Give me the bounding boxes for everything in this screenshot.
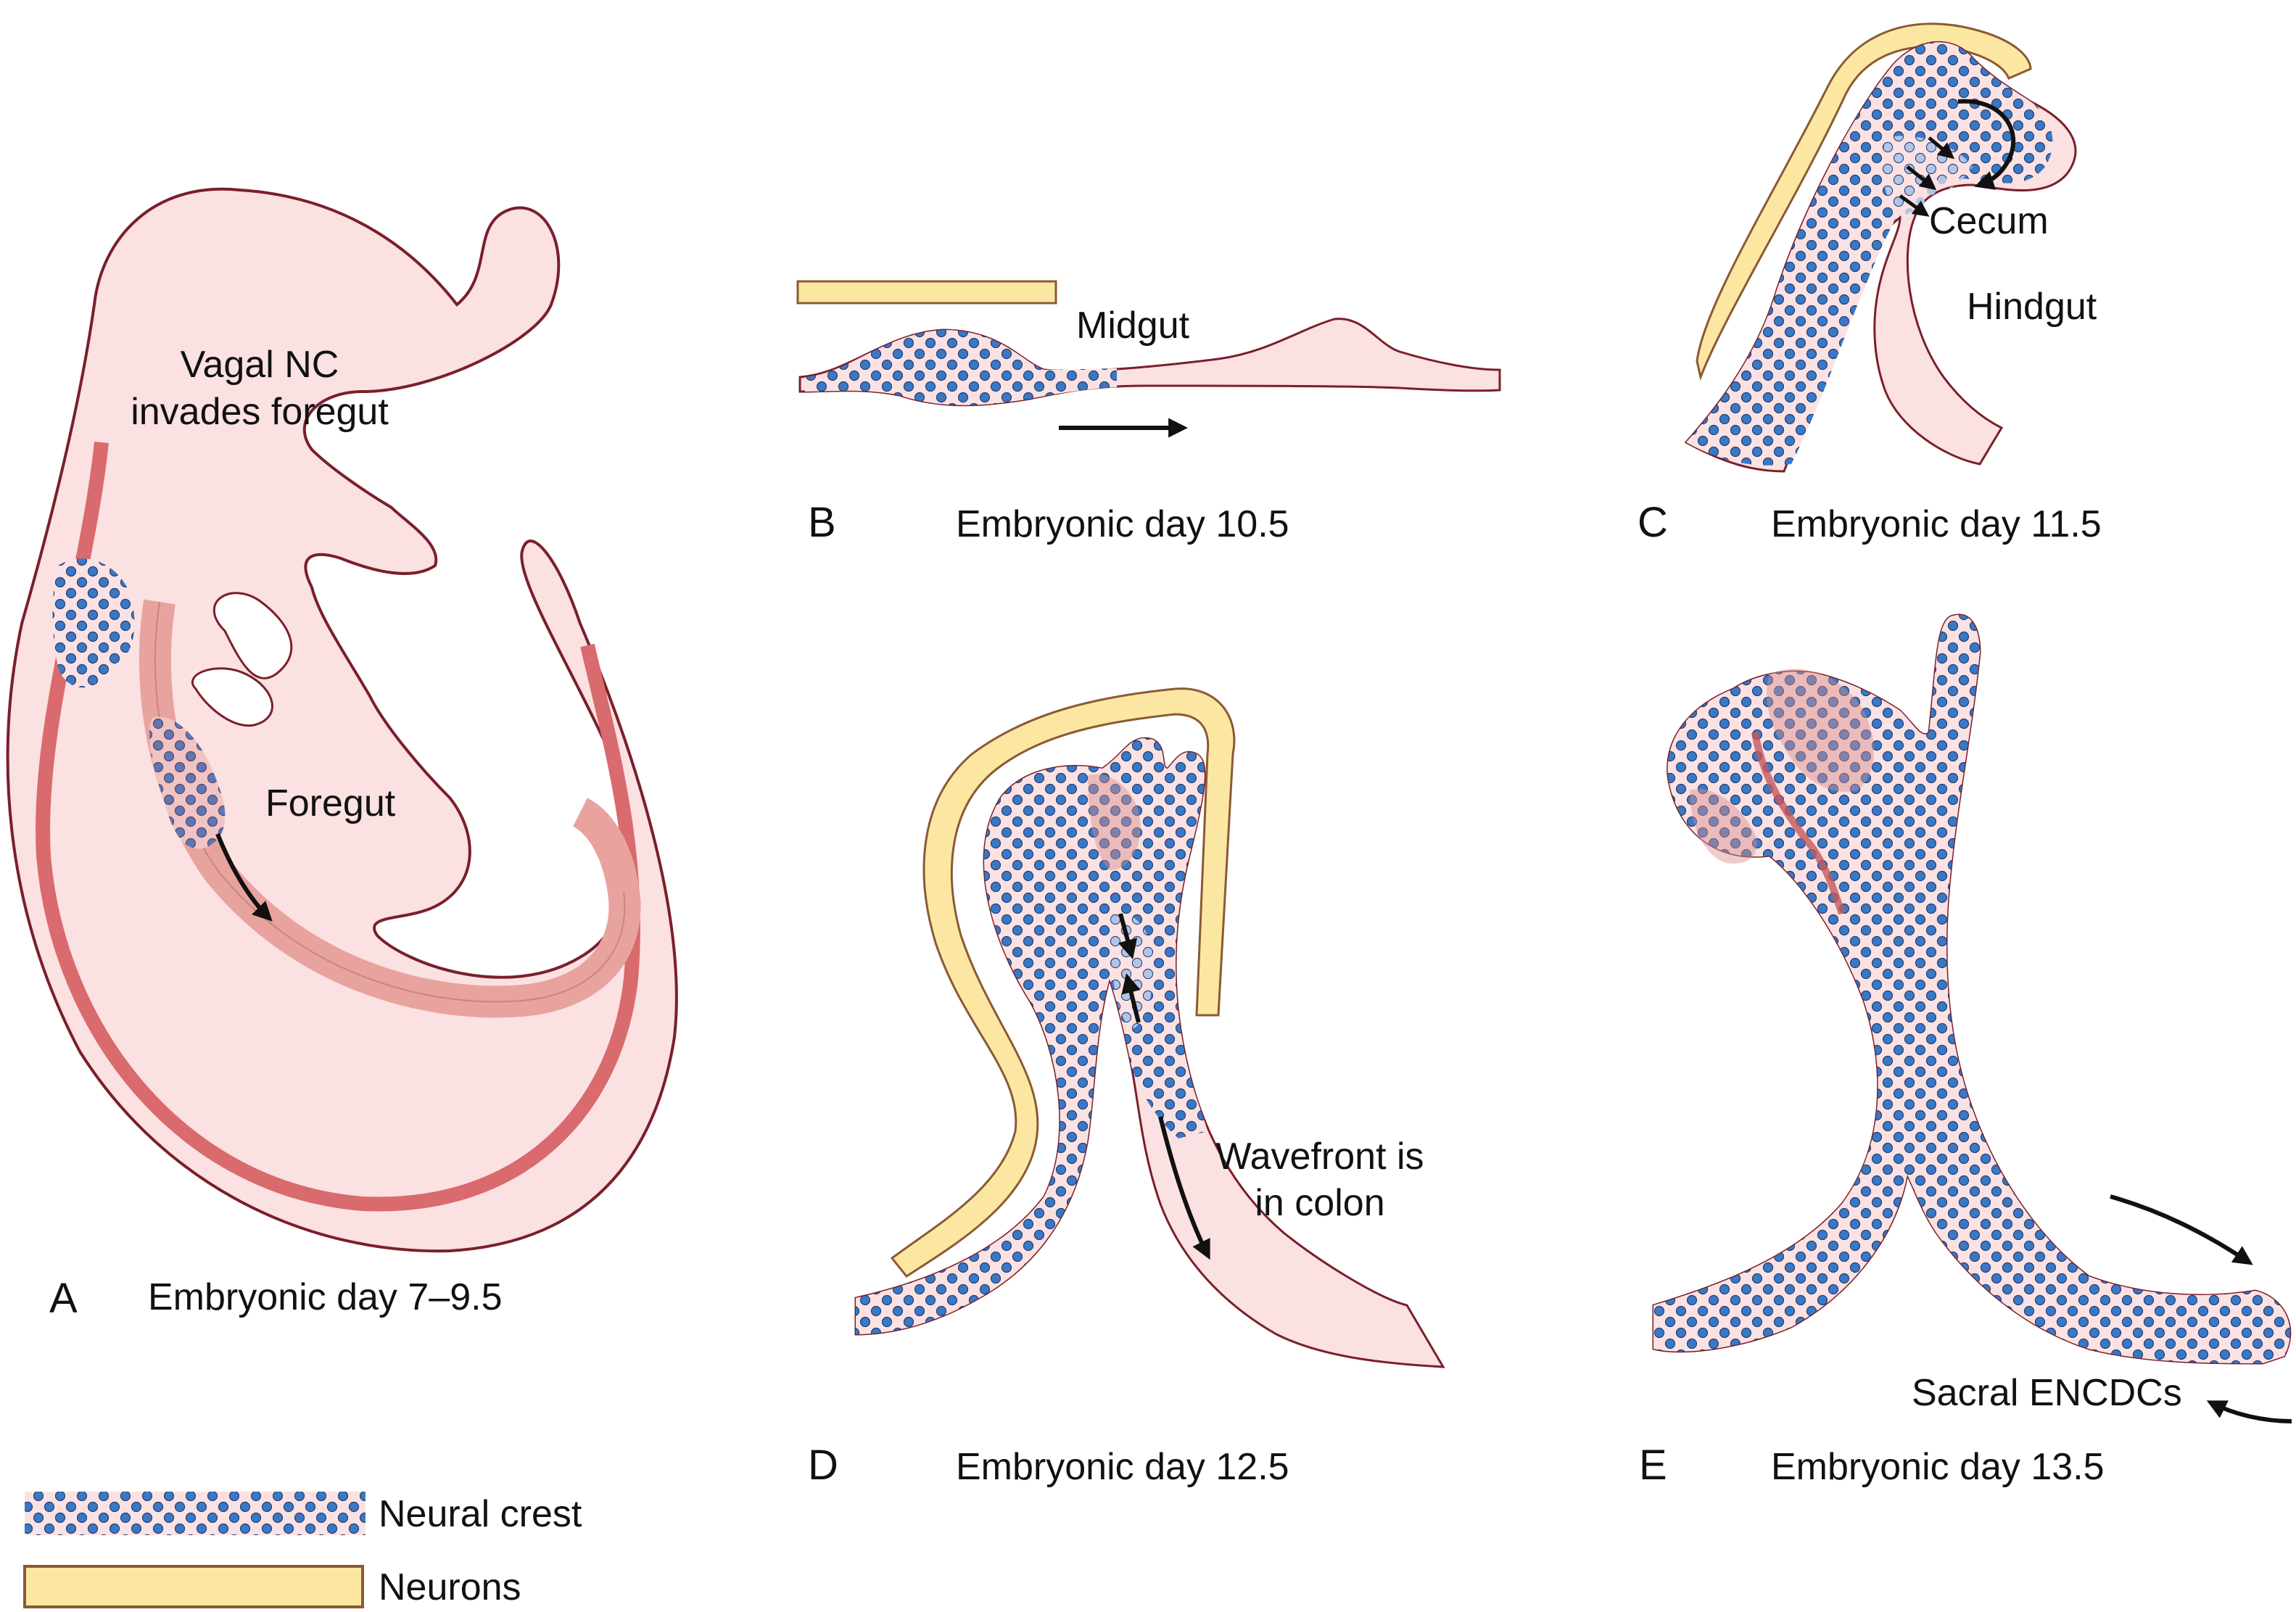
neurons-strip-d bbox=[890, 687, 1236, 1278]
panel-b-caption: Embryonic day 10.5 bbox=[956, 503, 1289, 545]
hindgut-label: Hindgut bbox=[1967, 286, 2097, 328]
neurons-bar bbox=[796, 280, 1057, 305]
neuron-cluster-e-2 bbox=[1690, 789, 1757, 864]
vagal-neural-crest-cluster bbox=[52, 558, 135, 688]
legend-neurons-label: Neurons bbox=[379, 1566, 521, 1608]
sacral-encdc-label: Sacral ENCDCs bbox=[1912, 1372, 2182, 1414]
panel-e-letter: E bbox=[1639, 1442, 1667, 1489]
neuron-fiber-e bbox=[1751, 732, 1846, 915]
pharyngeal-cleft-1 bbox=[212, 592, 293, 679]
cecum-entry-arrow-2 bbox=[1906, 165, 1937, 191]
wavefront-label-line-2: in colon bbox=[1255, 1182, 1384, 1224]
neural-crest-swatch bbox=[25, 1492, 366, 1535]
panel-c: Cecum Hindgut C Embryonic day 11.5 bbox=[1638, 22, 2102, 546]
wavefront-arrow-colon bbox=[1158, 1116, 1210, 1260]
wavefront-arrow-up bbox=[1121, 973, 1141, 1023]
neurons-strip-c bbox=[1696, 22, 2032, 381]
foregut-migration-arrow bbox=[215, 832, 273, 922]
cecum-entry-arrow-1 bbox=[1928, 136, 1955, 160]
neuron-cluster-d bbox=[1088, 774, 1141, 870]
foregut-neural-crest-tint bbox=[149, 716, 226, 849]
colon-neural-crest-d bbox=[856, 738, 1207, 1334]
hindgut-migration-arrow bbox=[2110, 1194, 2253, 1265]
neuron-cluster-e-1 bbox=[1767, 669, 1874, 792]
pharyngeal-cleft-2 bbox=[191, 667, 273, 727]
panel-d: Wavefront is in colon D Embryonic day 12… bbox=[808, 687, 1445, 1489]
neurons-swatch bbox=[23, 1565, 364, 1608]
panel-e: Sacral ENCDCs E Embryonic day 13.5 bbox=[1639, 613, 2292, 1489]
panel-a: Vagal NC invades foregut Foregut A Embry… bbox=[6, 187, 678, 1322]
midgut-label: Midgut bbox=[1076, 305, 1190, 347]
vagal-nc-label: Vagal NC bbox=[181, 344, 339, 386]
cecum-label: Cecum bbox=[1929, 200, 2049, 242]
panel-a-letter: A bbox=[49, 1275, 78, 1322]
legend-neural-crest-label: Neural crest bbox=[379, 1493, 582, 1535]
midgut-neural-crest bbox=[805, 330, 1117, 405]
panel-b-letter: B bbox=[808, 499, 836, 546]
legend: Neural crest Neurons bbox=[23, 1492, 582, 1608]
panel-c-letter: C bbox=[1638, 499, 1668, 546]
panel-d-caption: Embryonic day 12.5 bbox=[956, 1446, 1289, 1488]
panel-b: Midgut B Embryonic day 10.5 bbox=[796, 280, 1501, 546]
cecum-entry-arrow-3 bbox=[1899, 194, 1930, 217]
cecum-loop-arrow bbox=[1957, 99, 2016, 190]
wavefront-arrow-down-1 bbox=[1118, 913, 1138, 959]
panel-a-caption: Embryonic day 7–9.5 bbox=[148, 1276, 503, 1318]
foregut-neural-crest-cluster bbox=[149, 716, 226, 849]
gut-neural-crest-e bbox=[1653, 615, 2290, 1363]
embryo-body bbox=[6, 187, 678, 1253]
panel-c-caption: Embryonic day 11.5 bbox=[1771, 503, 2102, 545]
sacral-encdc-arrow bbox=[2206, 1400, 2292, 1423]
foregut-label: Foregut bbox=[265, 782, 396, 824]
panel-e-caption: Embryonic day 13.5 bbox=[1771, 1446, 2105, 1488]
wavefront-label: Wavefront is bbox=[1215, 1136, 1424, 1178]
panel-d-letter: D bbox=[808, 1442, 838, 1489]
vagal-nc-label-line-2: invades foregut bbox=[131, 391, 389, 433]
cecum-neural-crest bbox=[1686, 42, 2053, 466]
